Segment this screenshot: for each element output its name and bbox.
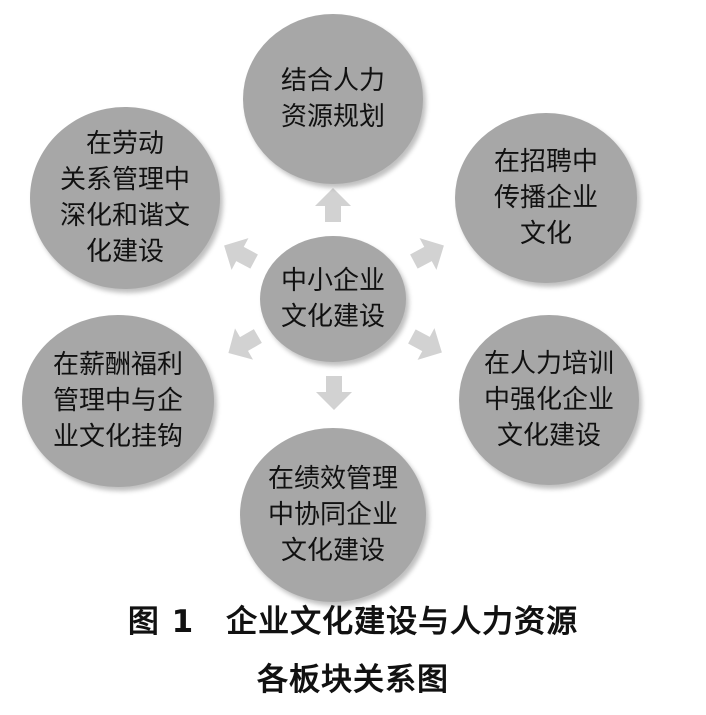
node-center: 中小企业 文化建设 <box>260 236 406 362</box>
node-top: 结合人力 资源规划 <box>243 14 423 184</box>
arrow-down-right <box>408 328 442 360</box>
node-top-left: 在劳动 关系管理中 深化和谐文 化建设 <box>30 107 220 289</box>
node-bottom-left-label: 在薪酬福利 管理中与企 业文化挂钩 <box>52 350 183 452</box>
arrow-up-left <box>224 238 258 270</box>
node-top-right: 在招聘中 传播企业 文化 <box>455 113 637 283</box>
node-top-left-label: 在劳动 关系管理中 深化和谐文 化建设 <box>59 129 190 267</box>
node-bottom-right: 在人力培训 中强化企业 文化建设 <box>459 315 639 485</box>
arrow-up-right <box>410 238 444 270</box>
arrow-down-left <box>228 328 262 360</box>
node-bottom-left: 在薪酬福利 管理中与企 业文化挂钩 <box>22 315 214 487</box>
node-top-right-label: 在招聘中 传播企业 文化 <box>493 147 598 249</box>
node-top-label: 结合人力 资源规划 <box>280 66 385 132</box>
arrow-down <box>316 376 352 410</box>
arrow-up <box>315 188 351 222</box>
figure-caption-line1: 图 1 企业文化建设与人力资源 <box>127 604 579 640</box>
node-bottom: 在绩效管理 中协同企业 文化建设 <box>240 428 426 602</box>
figure-caption-line2: 各板块关系图 <box>257 662 449 698</box>
node-bottom-right-label: 在人力培训 中强化企业 文化建设 <box>483 349 614 451</box>
node-center-label: 中小企业 文化建设 <box>280 266 385 332</box>
node-bottom-label: 在绩效管理 中协同企业 文化建设 <box>267 464 398 566</box>
